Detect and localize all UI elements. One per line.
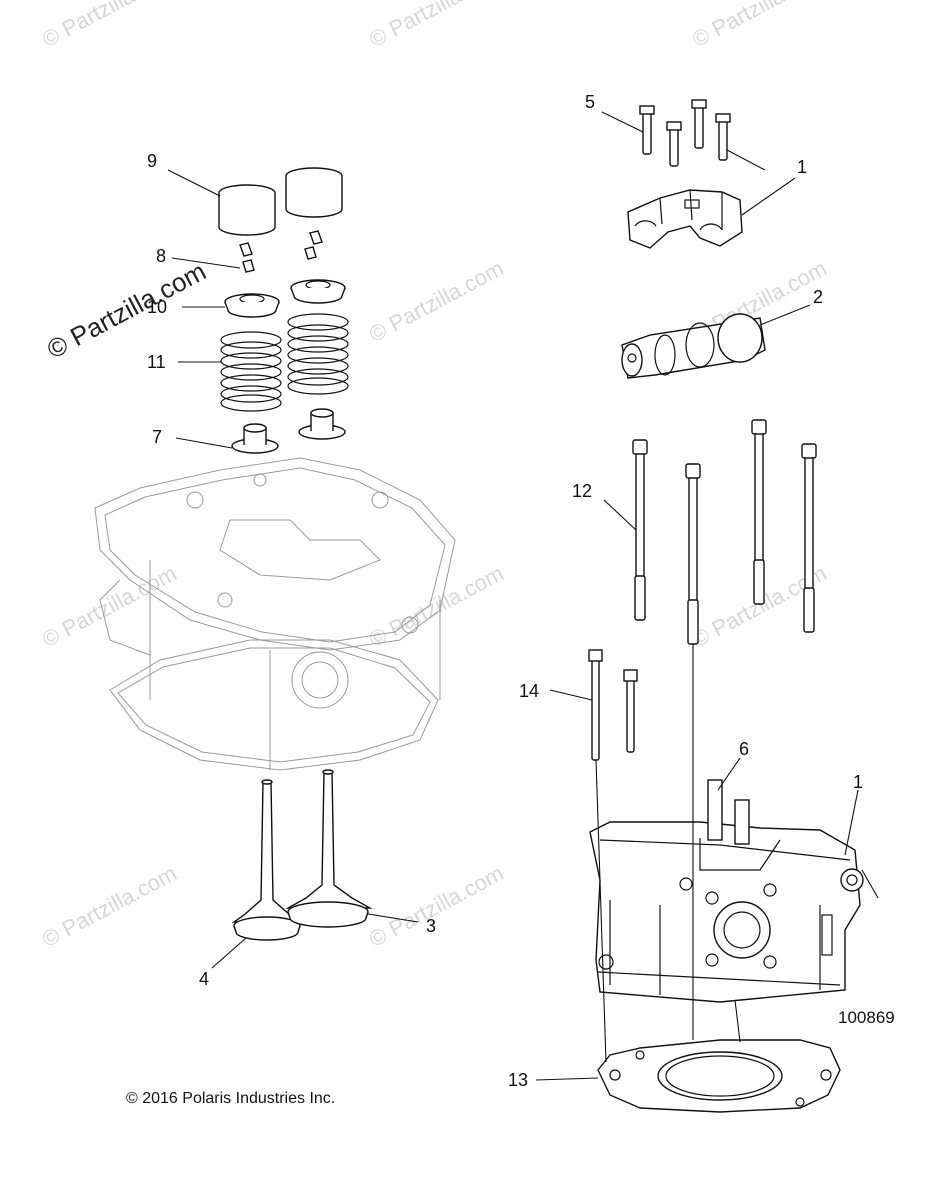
cylinder-head: [589, 779, 864, 1003]
intake-valve: [285, 769, 373, 928]
callout-13: 13: [508, 1070, 529, 1090]
leader-lines: [167, 111, 879, 1081]
camshaft: [621, 313, 766, 379]
callout-7: 7: [152, 427, 163, 447]
valve-keeper: [239, 230, 323, 273]
diagram-id: 100869: [838, 1008, 895, 1027]
head-gasket: [597, 1039, 841, 1113]
cam-cap-bolt: [639, 99, 731, 167]
callout-8: 8: [156, 246, 167, 266]
callout-9: 9: [147, 151, 158, 171]
ghost-cylinder-head: [94, 457, 456, 771]
valve-tappet: [218, 167, 343, 236]
callout-2: 2: [813, 287, 824, 307]
exhaust-valve: [231, 779, 303, 941]
callout-4: 4: [199, 969, 210, 989]
valve-spring: [220, 313, 349, 412]
alignment-lines: [595, 644, 741, 1063]
callout-6: 6: [739, 739, 750, 759]
callout-1-lower: 1: [853, 772, 864, 792]
callout-1-upper: 1: [797, 157, 808, 177]
copyright-notice: © 2016 Polaris Industries Inc.: [126, 1090, 336, 1107]
callout-5: 5: [585, 92, 596, 112]
callout-12: 12: [572, 481, 593, 501]
callout-10: 10: [147, 297, 168, 317]
cam-cap: [627, 189, 743, 249]
callout-11: 11: [147, 352, 166, 372]
head-side-bolt: [588, 649, 638, 761]
spring-retainer: [224, 279, 346, 318]
callout-14: 14: [519, 681, 540, 701]
head-bolt: [632, 419, 817, 645]
valve-seal: [231, 408, 346, 454]
callout-3: 3: [426, 916, 437, 936]
